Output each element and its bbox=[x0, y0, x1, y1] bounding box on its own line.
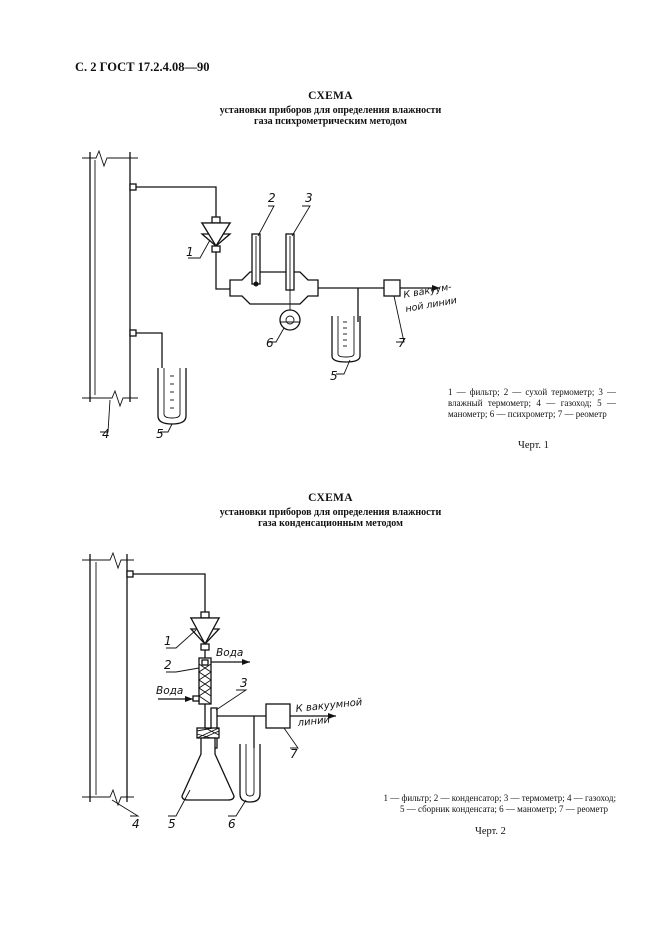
label-5-right: 5 bbox=[330, 369, 338, 383]
condensate-collector-5 bbox=[181, 727, 235, 801]
scheme2-callouts: 1 2 Вода Вода 3 7 К вакуумной линии 5 6 … bbox=[111, 629, 363, 831]
page-header: С. 2 ГОСТ 17.2.4.08—90 bbox=[75, 60, 210, 74]
label-6: 6 bbox=[266, 336, 274, 350]
scheme2-legend-line-2: 5 — сборник конденсата; 6 — манометр; 7 … bbox=[399, 804, 608, 814]
pipe-to-filter bbox=[136, 186, 217, 217]
scheme1-legend: 1 — фильтр; 2 — сухой термометр; 3 — вла… bbox=[448, 387, 616, 419]
scheme2-title: СХЕМА bbox=[308, 492, 353, 504]
tap-2 bbox=[126, 570, 134, 578]
scheme2-legend-line-1: 1 — фильтр; 2 — конденсатор; 3 — термоме… bbox=[383, 793, 617, 803]
vacuum2-label-1: К вакуумной bbox=[295, 697, 363, 715]
label-2: 2 bbox=[268, 191, 276, 205]
label-1: 1 bbox=[186, 245, 194, 259]
scheme2-caption: Черт. 2 bbox=[475, 826, 506, 837]
manometer-6 bbox=[239, 744, 261, 803]
pipe-to-filter-2 bbox=[133, 573, 206, 612]
condenser-2 bbox=[192, 657, 212, 705]
psychrometer-6 bbox=[229, 233, 319, 331]
gas-duct-2 bbox=[82, 551, 134, 807]
filter-1 bbox=[200, 216, 232, 253]
scheme1-subtitle-1: установки приборов для определения влажн… bbox=[219, 105, 442, 116]
rheometer-7-scheme2 bbox=[265, 703, 291, 729]
gas-duct-1 bbox=[82, 149, 138, 408]
pipe-filter-out bbox=[215, 252, 230, 290]
scheme1-title: СХЕМА bbox=[308, 90, 353, 102]
label-7: 7 bbox=[398, 336, 406, 350]
label-4: 4 bbox=[102, 427, 110, 441]
water-out-arrow bbox=[242, 659, 250, 665]
manometer-5-right bbox=[331, 316, 361, 363]
filter-1-scheme2 bbox=[189, 611, 221, 651]
label2-7: 7 bbox=[290, 747, 298, 761]
water-in-label: Вода bbox=[156, 685, 183, 697]
arrow-vacuum-2 bbox=[328, 713, 336, 719]
label-5-left: 5 bbox=[156, 427, 164, 441]
water-in-arrow bbox=[185, 696, 193, 702]
label2-6: 6 bbox=[228, 817, 236, 831]
pipe-to-manometer-left bbox=[136, 332, 163, 368]
label-3: 3 bbox=[305, 191, 313, 205]
scheme2-subtitle-2: газа конденсационным методом bbox=[258, 518, 403, 529]
label2-5: 5 bbox=[168, 817, 176, 831]
scheme1-subtitle-2: газа психрометрическим методом bbox=[254, 116, 407, 127]
water-out-label: Вода bbox=[216, 647, 243, 659]
arrow-vacuum bbox=[432, 285, 440, 291]
vacuum2-label-2: линии bbox=[296, 715, 331, 729]
label2-4: 4 bbox=[132, 817, 140, 831]
label2-1: 1 bbox=[164, 634, 172, 648]
scheme2-subtitle-1: установки приборов для определения влажн… bbox=[219, 507, 442, 518]
scheme1-caption: Черт. 1 bbox=[518, 440, 549, 451]
label2-3: 3 bbox=[240, 676, 248, 690]
label2-2: 2 bbox=[164, 658, 172, 672]
